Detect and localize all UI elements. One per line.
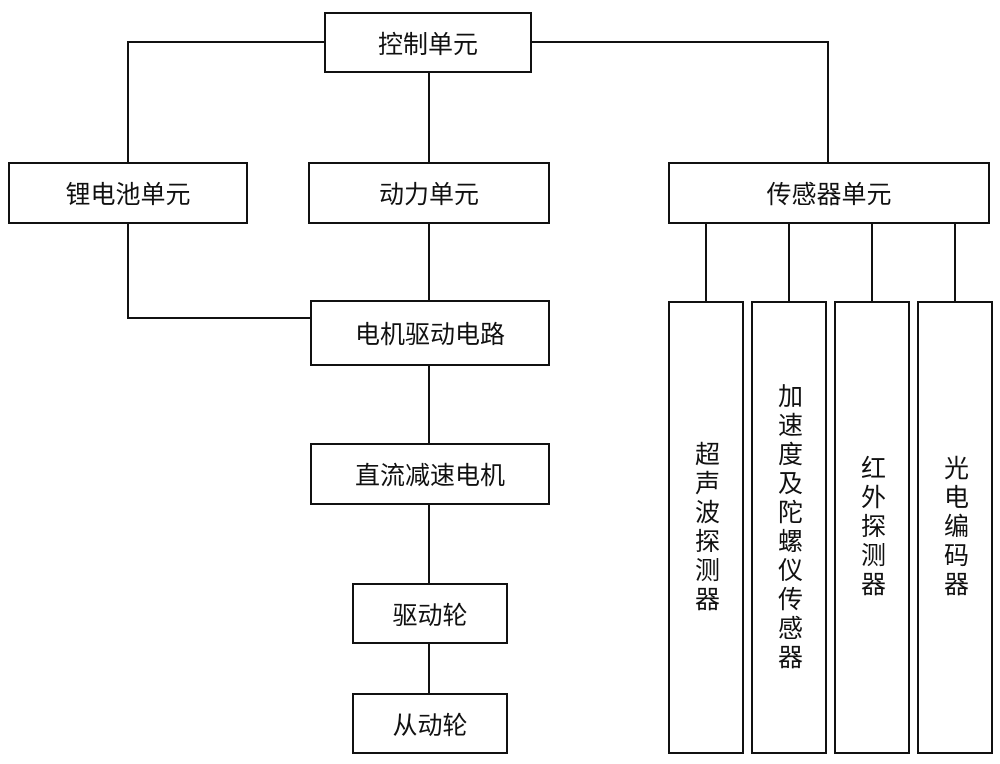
battery-unit-box: 锂电池单元 <box>8 162 248 224</box>
power-unit-box: 动力单元 <box>308 162 550 224</box>
connector-control-battery <box>127 41 324 162</box>
power-unit-label: 动力单元 <box>378 180 479 209</box>
battery-unit-label: 锂电池单元 <box>65 180 191 209</box>
accel-gyro-sensor-label: 加速度及陀螺仪传感器 <box>774 382 804 673</box>
motor-drive-circuit-box: 电机驱动电路 <box>310 300 550 366</box>
ultrasonic-detector-box: 超声波探测器 <box>668 301 744 754</box>
control-unit-box: 控制单元 <box>324 12 532 73</box>
sensor-unit-label: 传感器单元 <box>766 180 892 209</box>
motor-drive-circuit-label: 电机驱动电路 <box>354 320 505 349</box>
dc-gear-motor-label: 直流减速电机 <box>354 461 505 490</box>
driven-wheel-label: 从动轮 <box>392 710 468 740</box>
sensor-unit-box: 传感器单元 <box>668 162 990 224</box>
photoelectric-encoder-label: 光电编码器 <box>940 455 970 600</box>
accel-gyro-sensor-box: 加速度及陀螺仪传感器 <box>751 301 827 754</box>
driven-wheel-box: 从动轮 <box>352 693 508 754</box>
infrared-detector-box: 红外探测器 <box>834 301 910 754</box>
connector-control-sensor <box>532 41 829 162</box>
drive-wheel-label: 驱动轮 <box>392 600 468 630</box>
ultrasonic-detector-label: 超声波探测器 <box>691 440 721 615</box>
dc-gear-motor-box: 直流减速电机 <box>310 443 550 505</box>
connector-battery-motor-drive <box>127 223 310 319</box>
control-unit-label: 控制单元 <box>377 29 478 59</box>
photoelectric-encoder-box: 光电编码器 <box>917 301 993 754</box>
infrared-detector-label: 红外探测器 <box>857 455 887 600</box>
drive-wheel-box: 驱动轮 <box>352 583 508 644</box>
